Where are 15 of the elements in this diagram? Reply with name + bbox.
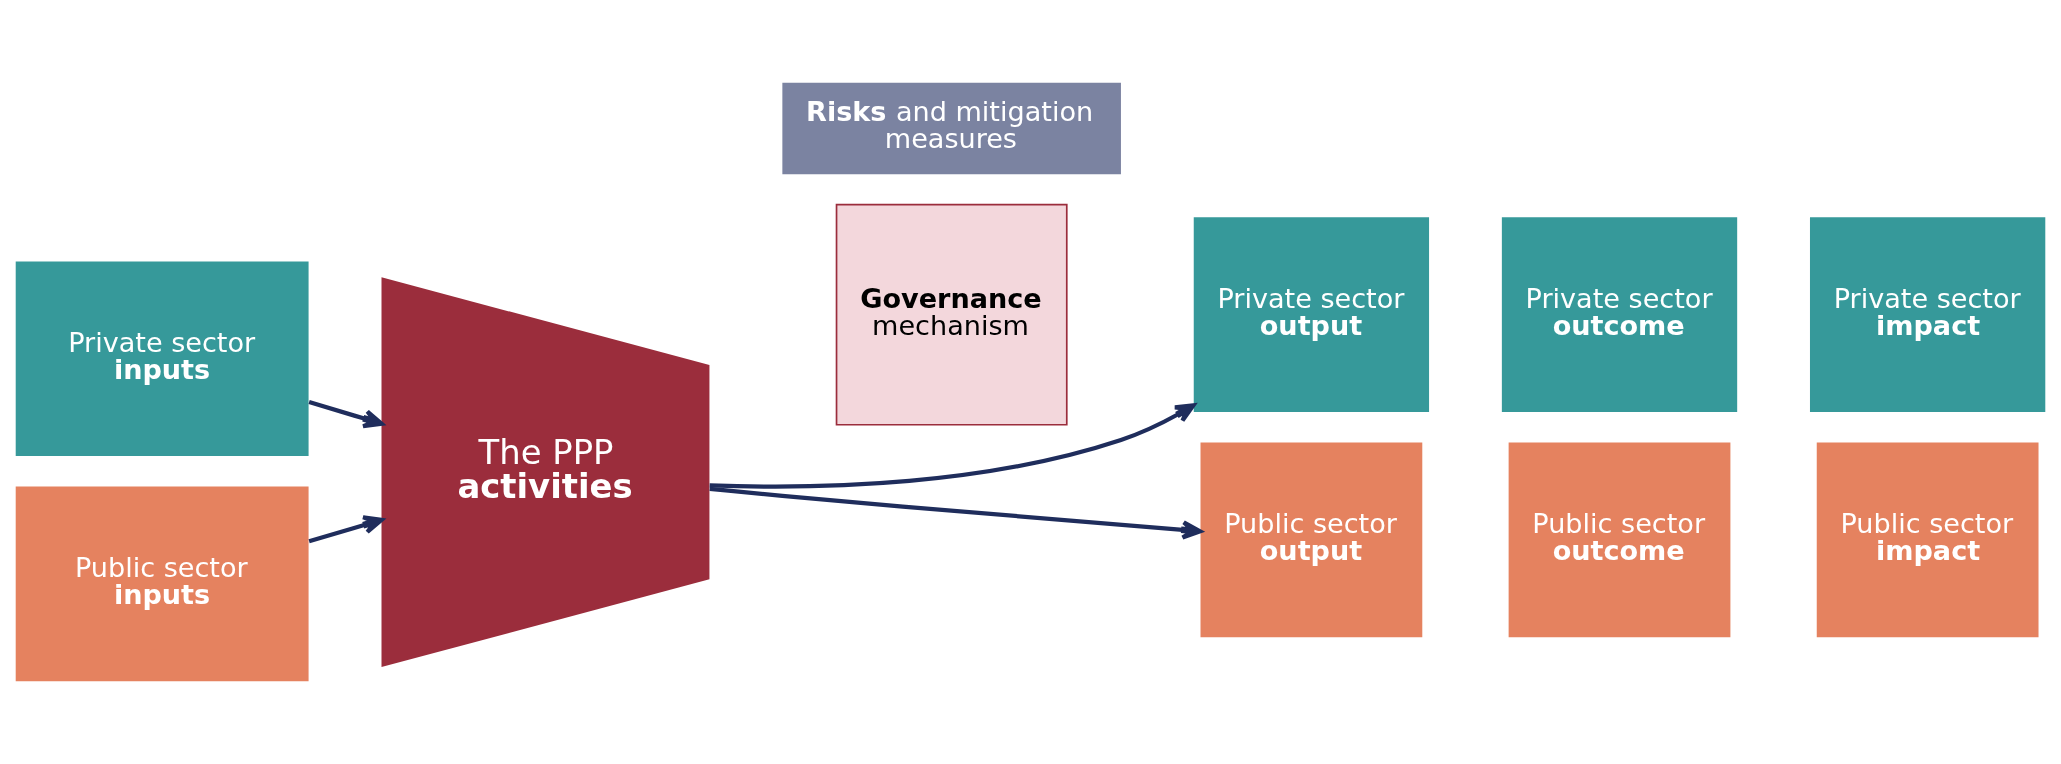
arrow: [308, 400, 384, 429]
node-box: Private sector outcome: [1501, 217, 1738, 413]
node-box: Public sector outcome: [1508, 442, 1731, 638]
node-box: Private sector inputs: [15, 261, 309, 457]
node-box: Governance mechanism: [835, 203, 1068, 426]
arrow: [709, 486, 1203, 540]
node-box: The PPP activities: [381, 277, 710, 667]
arrow: [709, 403, 1196, 489]
node-box: Private sector impact: [1809, 217, 2046, 413]
node-box: Public sector impact: [1816, 442, 2039, 638]
node-box: Public sector output: [1200, 442, 1423, 638]
node-box: Risks and mitigation measures: [782, 82, 1121, 175]
arrow: [308, 515, 384, 544]
node-box: Public sector inputs: [15, 486, 309, 682]
node-box: Private sector output: [1193, 217, 1430, 413]
